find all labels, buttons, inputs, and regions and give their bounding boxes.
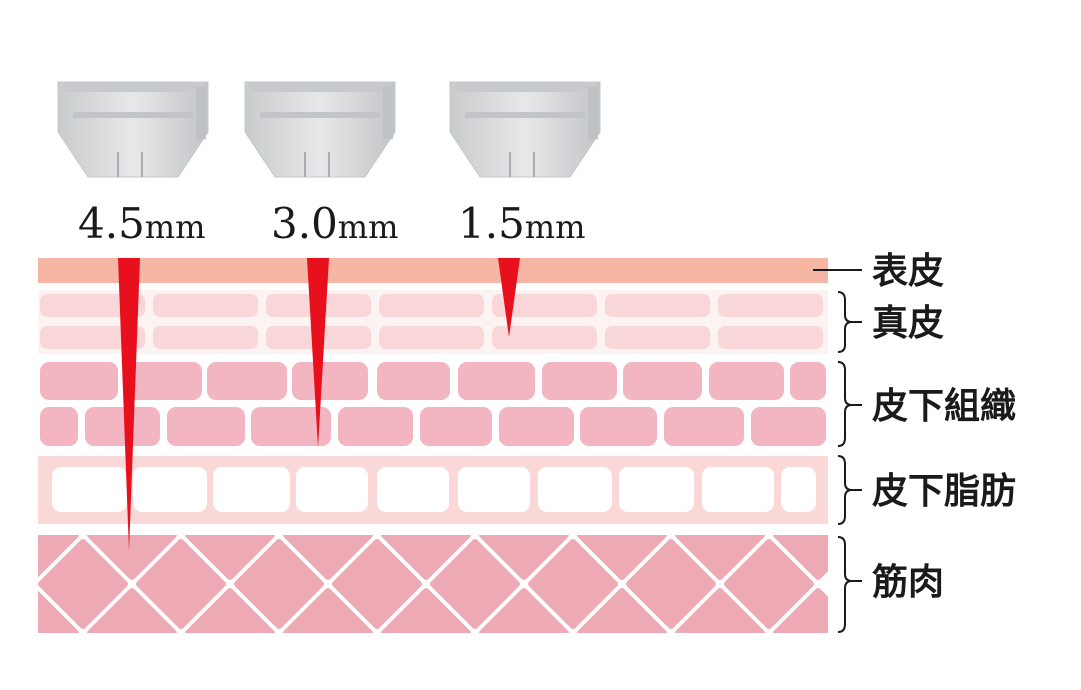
muscle-fiber	[773, 588, 828, 633]
muscle-fiber	[528, 539, 618, 629]
muscle-fiber	[577, 535, 667, 580]
depth-label-3-0mm: 3.0mm	[271, 199, 398, 248]
muscle-fiber	[626, 539, 716, 629]
subcutaneous-cell	[709, 362, 784, 400]
muscle-fiber	[283, 588, 373, 633]
fat-cell	[538, 467, 612, 512]
muscle-fiber	[479, 535, 569, 580]
fat-cell	[133, 467, 207, 512]
muscle-fiber	[332, 539, 422, 629]
subcutaneous-cell	[542, 362, 617, 400]
muscle-fiber	[773, 535, 828, 580]
muscle-fiber	[38, 535, 79, 578]
subcutaneous-cell	[251, 407, 331, 446]
subcutaneous-cell	[124, 362, 202, 400]
epidermis-layer	[38, 258, 828, 283]
dermis-cell	[379, 294, 484, 317]
layer-label-muscle: 筋肉	[872, 562, 944, 603]
muscle-fiber	[577, 588, 667, 633]
muscle-fiber	[675, 535, 765, 580]
depth-label-1-5mm: 1.5mm	[458, 199, 585, 248]
subcutaneous-cell	[40, 362, 118, 400]
dermis-cell	[605, 326, 710, 349]
fat-cell	[52, 467, 127, 512]
subcutaneous-fat-layer	[38, 456, 828, 524]
needle-3-0mm	[307, 258, 329, 448]
subcutaneous-cell	[85, 407, 160, 446]
fat-cell	[458, 467, 530, 512]
muscle-fiber	[479, 588, 569, 633]
dermis-layer	[38, 290, 828, 354]
muscle-fiber	[724, 539, 814, 629]
fat-cell	[619, 467, 694, 512]
muscle-fiber	[430, 539, 520, 629]
muscle-fiber	[87, 588, 177, 633]
subcutaneous-cell	[623, 362, 702, 400]
subcutaneous-cell	[580, 407, 657, 446]
muscle-fiber	[381, 588, 471, 633]
subcutaneous-cell	[167, 407, 245, 446]
layer-label-dermis: 真皮	[872, 303, 944, 344]
dermis-cell	[492, 326, 597, 349]
fat-cell	[781, 467, 816, 512]
cartridge-head-3	[449, 81, 601, 178]
depth-label-4-5mm: 4.5mm	[78, 199, 205, 248]
needle-1-5mm	[498, 258, 520, 338]
muscle-fiber	[38, 590, 79, 633]
muscle-fiber	[381, 535, 471, 580]
subcutaneous-fat-bracket	[837, 455, 862, 525]
muscle-fiber	[38, 539, 128, 629]
fat-cell	[296, 467, 368, 512]
muscle-bracket	[837, 536, 862, 633]
subcutaneous-cell	[458, 362, 535, 400]
layer-label-subcutaneous-fat: 皮下脂肪	[872, 471, 1016, 512]
subcutaneous-cell	[499, 407, 574, 446]
muscle-fiber	[136, 539, 226, 629]
muscle-fiber	[283, 535, 373, 580]
cartridge-head-2	[244, 81, 396, 178]
subcutaneous-cell	[420, 407, 492, 446]
dermis-cell	[40, 294, 145, 317]
subcutaneous-cell	[292, 362, 368, 400]
subcutaneous-tissue-bracket	[837, 361, 862, 447]
muscle-fiber	[87, 535, 177, 580]
dermis-cell	[718, 326, 823, 349]
fat-cell	[702, 467, 774, 512]
fat-cell	[377, 467, 449, 512]
muscle-fiber	[185, 588, 275, 633]
cartridge-head-1	[57, 81, 209, 178]
layer-label-subcutaneous-tissue: 皮下組織	[872, 386, 1016, 427]
layer-label-epidermis: 表皮	[872, 251, 944, 292]
subcutaneous-tissue-layer	[40, 362, 826, 446]
muscle-fiber	[185, 535, 275, 580]
dermis-cell	[153, 294, 258, 317]
dermis-bracket	[837, 291, 862, 353]
subcutaneous-cell	[751, 407, 826, 446]
dermis-cell	[40, 326, 145, 349]
fat-cell	[213, 467, 290, 512]
subcutaneous-cell	[377, 362, 450, 400]
subcutaneous-cell	[338, 407, 413, 446]
dermis-cell	[379, 326, 484, 349]
dermis-cell	[605, 294, 710, 317]
subcutaneous-cell	[40, 407, 78, 446]
subcutaneous-cell	[664, 407, 744, 446]
needle-4-5mm	[118, 258, 140, 551]
dermis-cell	[492, 294, 597, 317]
muscle-fiber	[234, 539, 324, 629]
muscle-fiber	[675, 588, 765, 633]
subcutaneous-cell	[207, 362, 287, 400]
dermis-cell	[718, 294, 823, 317]
subcutaneous-cell	[790, 362, 826, 400]
dermis-cell	[153, 326, 258, 349]
muscle-layer	[38, 535, 828, 633]
